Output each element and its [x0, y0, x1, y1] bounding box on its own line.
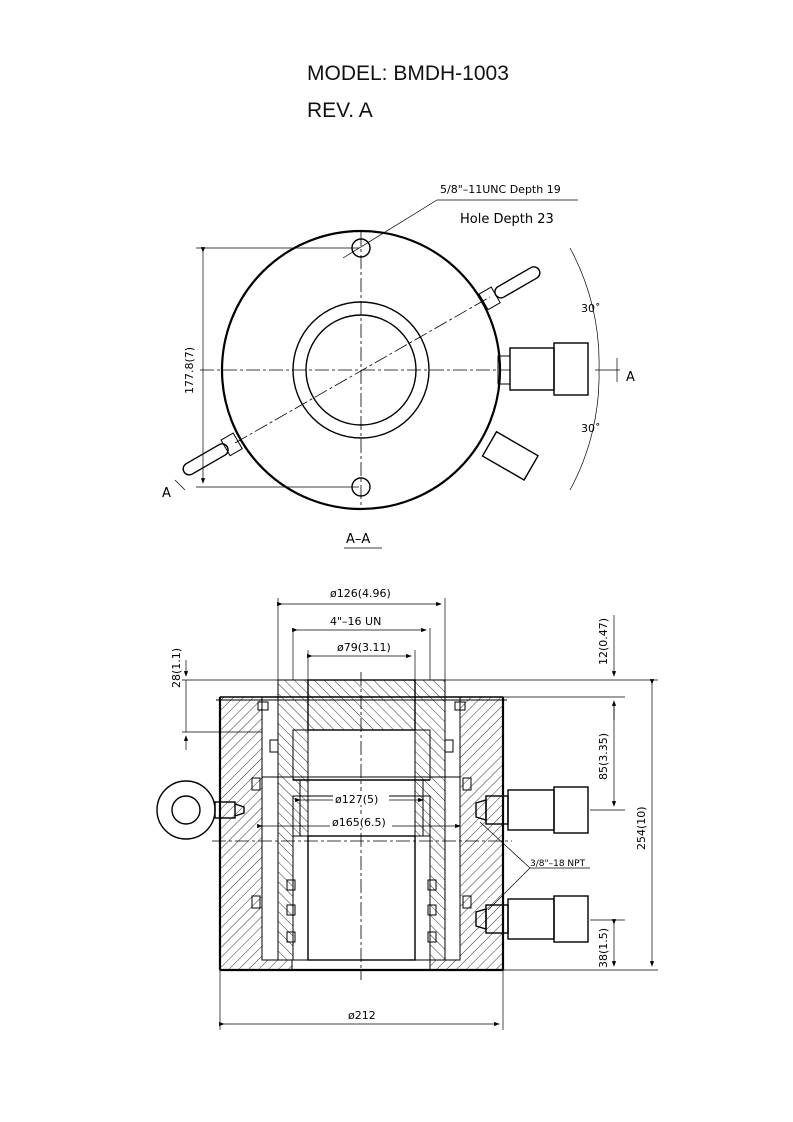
dia-outer-top: ø126(4.96) [330, 587, 391, 600]
hole-depth-note: Hole Depth 23 [460, 212, 554, 227]
seals [251, 701, 472, 943]
model-title: MODEL: BMDH-1003 [307, 62, 509, 85]
coupler-right [497, 342, 589, 396]
section-mark-right: A [626, 370, 635, 385]
dim-85: 85(3.35) [597, 733, 610, 780]
section-view: ø126(4.96) 4"–16 UN ø79(3.11) 28(1.1) 12… [156, 587, 658, 1030]
dim-38: 38(1.5) [597, 928, 610, 968]
section-mark-left: A [162, 486, 171, 501]
dim-28: 28(1.1) [170, 648, 183, 688]
thread-top: 4"–16 UN [330, 615, 381, 628]
dia-base: ø212 [348, 1009, 376, 1022]
thread-note: 5/8"–11UNC Depth 19 [440, 183, 561, 196]
dia-bore: ø79(3.11) [337, 641, 391, 654]
top-view: 5/8"–11UNC Depth 19 Hole Depth 23 30˚ 30… [162, 183, 635, 549]
eyebolt [156, 780, 245, 840]
angle-upper: 30˚ [581, 302, 601, 315]
dim-254: 254(10) [635, 806, 648, 850]
revision-label: REV. A [307, 99, 373, 122]
section-label: A–A [346, 532, 370, 547]
dia-127: ø127(5) [335, 793, 378, 806]
fitting-lower-left [182, 432, 243, 476]
angle-lower: 30˚ [581, 422, 601, 435]
npt-note: 3/8"–18 NPT [530, 859, 586, 869]
dia-165: ø165(6.5) [332, 816, 386, 829]
coupler-upper [475, 786, 589, 834]
fitting-upper-right [478, 266, 541, 311]
coupler-lower [475, 895, 589, 943]
dim-12: 12(0.47) [597, 618, 610, 665]
coupler-lower-right [481, 430, 540, 481]
height-dimension: 177.8(7) [183, 347, 196, 394]
